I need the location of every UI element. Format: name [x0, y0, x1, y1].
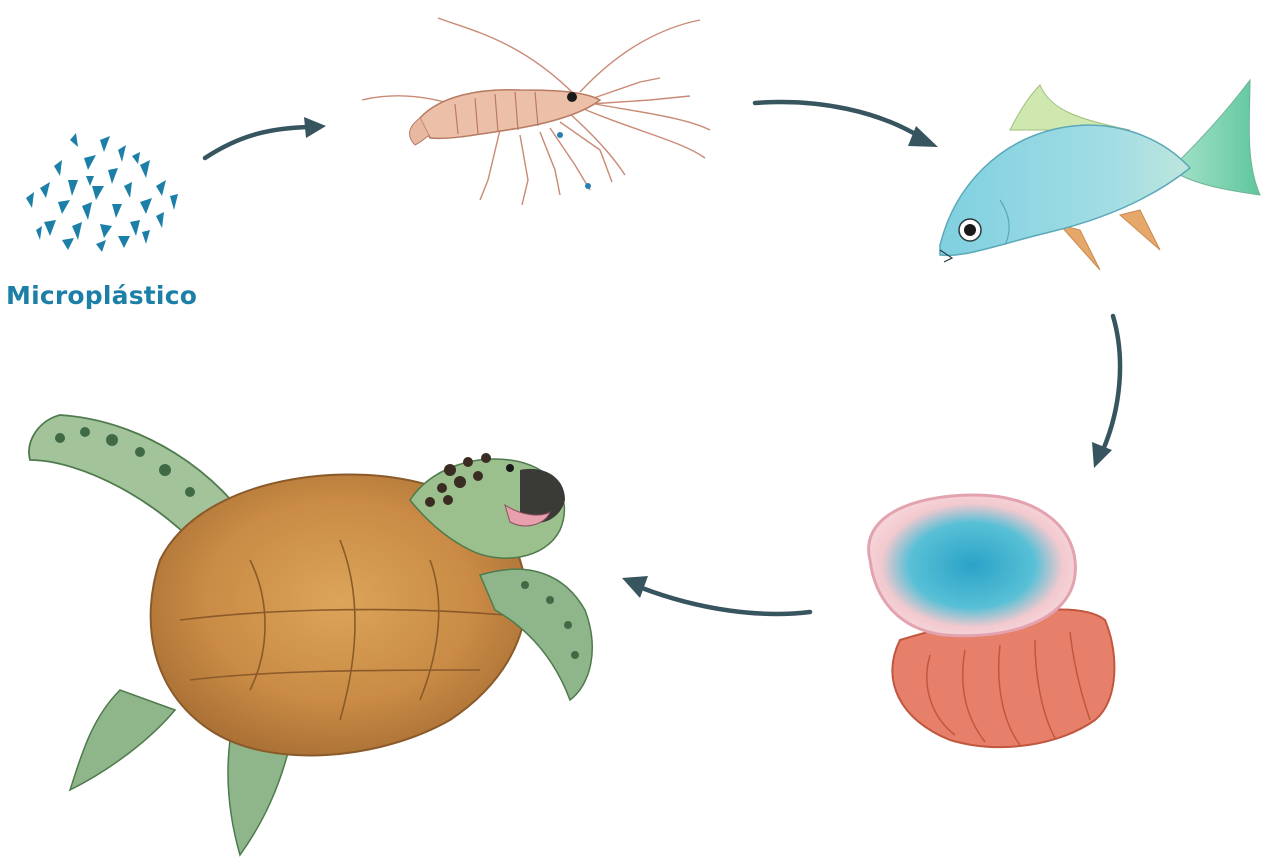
arrow-head-3 — [1092, 442, 1112, 468]
shrimp-icon — [362, 18, 710, 205]
jellyfish-icon — [869, 495, 1115, 747]
microplastic-fragments-icon — [26, 133, 178, 252]
arrow-head-1 — [304, 117, 326, 138]
microplastic-label: Microplástico — [6, 281, 197, 310]
arrow-head-2 — [908, 126, 938, 147]
arrow-shrimp-to-fish — [755, 102, 922, 138]
fish-icon — [940, 80, 1260, 270]
sea-turtle-icon — [29, 415, 592, 855]
arrow-fish-to-jellyfish — [1103, 316, 1120, 450]
arrow-microplastic-to-shrimp — [205, 127, 310, 158]
arrow-jellyfish-to-turtle — [642, 588, 810, 614]
